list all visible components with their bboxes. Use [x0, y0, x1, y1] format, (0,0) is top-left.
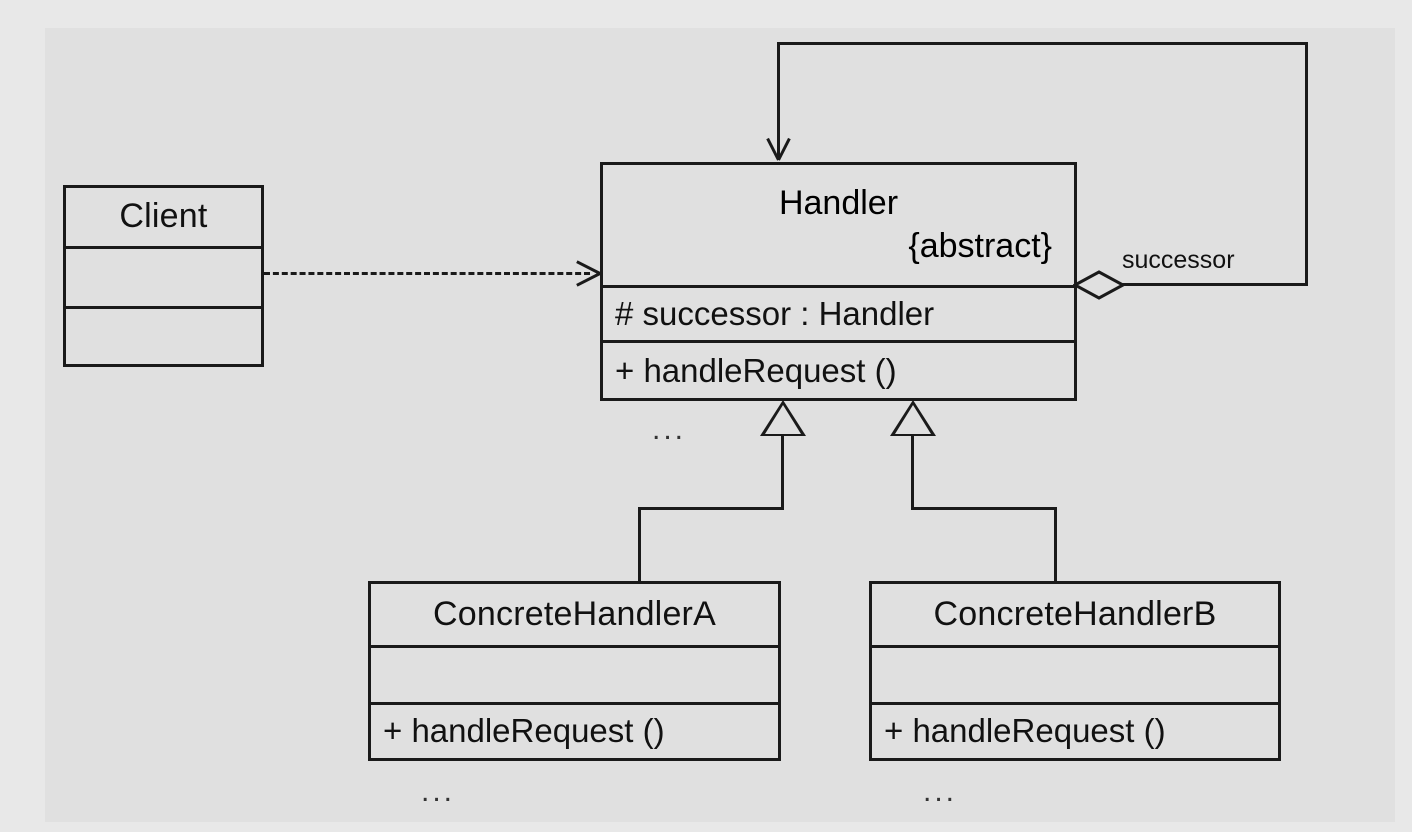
- client-class-name: Client: [119, 197, 208, 236]
- class-box-handler[interactable]: Handler {abstract} # successor : Handler…: [600, 162, 1077, 401]
- generalization-b-line-horizontal: [911, 507, 1057, 510]
- client-operations-compartment: [66, 305, 261, 364]
- handler-attribute-successor: # successor : Handler: [615, 295, 935, 333]
- successor-line-vertical-left: [777, 42, 780, 157]
- concrete-a-name-compartment: ConcreteHandlerA: [371, 584, 778, 645]
- concrete-b-operations-compartment: + handleRequest (): [872, 701, 1278, 758]
- aggregation-diamond-successor: [1073, 270, 1125, 300]
- generalization-b-line-vertical-upper: [911, 436, 914, 510]
- diamond-icon: [1073, 270, 1125, 300]
- concrete-b-class-name: ConcreteHandlerB: [933, 594, 1217, 633]
- handler-class-name: Handler: [778, 183, 899, 222]
- generalization-a-line-horizontal: [638, 507, 784, 510]
- successor-line-vertical-right: [1305, 42, 1308, 286]
- handler-operation-handlerequest: + handleRequest (): [615, 351, 897, 389]
- class-box-concrete-handler-b[interactable]: ConcreteHandlerB + handleRequest (): [869, 581, 1281, 761]
- concrete-b-name-compartment: ConcreteHandlerB: [872, 584, 1278, 645]
- handler-name-compartment: Handler {abstract}: [603, 165, 1074, 285]
- handler-ellipsis: ...: [652, 413, 687, 446]
- client-name-compartment: Client: [66, 188, 261, 246]
- handler-operations-compartment: + handleRequest (): [603, 340, 1074, 398]
- canvas-edge-right: [1395, 0, 1412, 832]
- generalization-b-line-vertical-lower: [1054, 507, 1057, 584]
- generalization-triangle-a-icon: [760, 400, 806, 436]
- successor-line-horizontal-bottom: [1120, 283, 1308, 286]
- client-attributes-compartment: [66, 245, 261, 306]
- dependency-line-client-handler: [264, 272, 590, 275]
- canvas-edge-top: [0, 0, 1412, 28]
- generalization-triangle-b-icon: [890, 400, 936, 436]
- generalization-a-line-vertical-upper: [781, 436, 784, 510]
- concrete-a-ellipsis: ...: [421, 775, 456, 808]
- concrete-b-attributes-compartment: [872, 644, 1278, 702]
- handler-attributes-compartment: # successor : Handler: [603, 284, 1074, 341]
- successor-role-label: successor: [1122, 246, 1235, 274]
- class-box-concrete-handler-a[interactable]: ConcreteHandlerA + handleRequest (): [368, 581, 781, 761]
- concrete-b-operation-handlerequest: + handleRequest (): [884, 712, 1166, 750]
- concrete-b-ellipsis: ...: [923, 775, 958, 808]
- concrete-a-class-name: ConcreteHandlerA: [433, 594, 716, 633]
- successor-line-horizontal-top: [777, 42, 1308, 45]
- canvas-edge-bottom: [0, 822, 1412, 832]
- handler-abstract-stereotype: {abstract}: [908, 226, 1052, 265]
- concrete-a-operation-handlerequest: + handleRequest (): [383, 712, 665, 750]
- class-box-client[interactable]: Client: [63, 185, 264, 367]
- concrete-a-operations-compartment: + handleRequest (): [371, 701, 778, 758]
- generalization-a-line-vertical-lower: [638, 507, 641, 584]
- concrete-a-attributes-compartment: [371, 644, 778, 702]
- canvas-edge-left: [0, 0, 45, 832]
